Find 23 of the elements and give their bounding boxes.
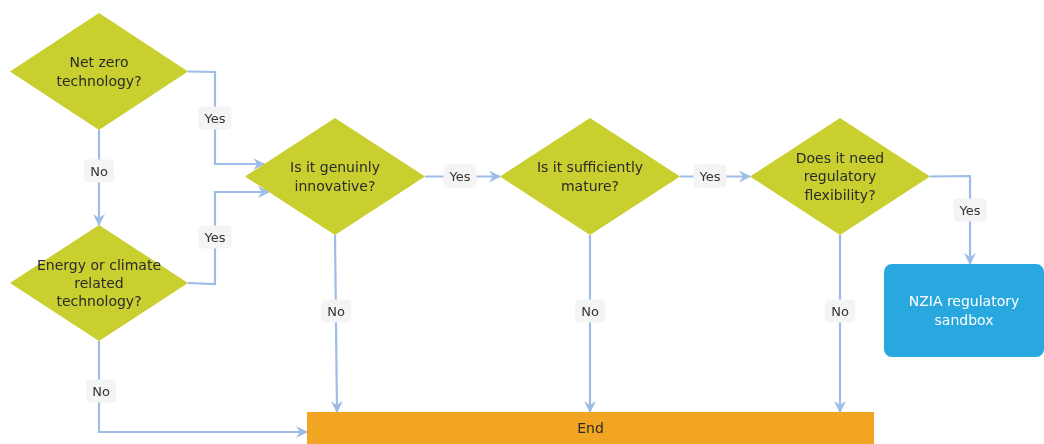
edge-label: No	[575, 299, 605, 323]
arrow	[97, 341, 308, 438]
edge-label: No	[825, 299, 855, 323]
arrow	[584, 235, 596, 413]
edge-label: Yes	[443, 164, 477, 188]
node-label: Is it genuinly innovative?	[289, 158, 381, 195]
edge-label: Yes	[693, 164, 727, 188]
arrow	[330, 235, 343, 413]
node-label: Does it need regulatory flexibility?	[794, 149, 886, 204]
edge-label: No	[86, 379, 116, 403]
edge-label: Yes	[953, 198, 987, 222]
edge-label: Yes	[198, 225, 232, 249]
arrow	[834, 235, 846, 413]
arrow	[187, 186, 270, 286]
edge-label: Yes	[198, 106, 232, 130]
edge-label: No	[321, 299, 351, 323]
edge-label: No	[84, 159, 114, 183]
arrow	[188, 70, 266, 170]
node-label: Energy or climate related technology?	[36, 255, 162, 311]
node-label: NZIA regulatory sandbox	[907, 292, 1021, 329]
node-label: End	[577, 418, 604, 438]
node-label: Is it sufficiently mature?	[535, 158, 645, 195]
node-label: Net zero technology?	[55, 53, 143, 90]
